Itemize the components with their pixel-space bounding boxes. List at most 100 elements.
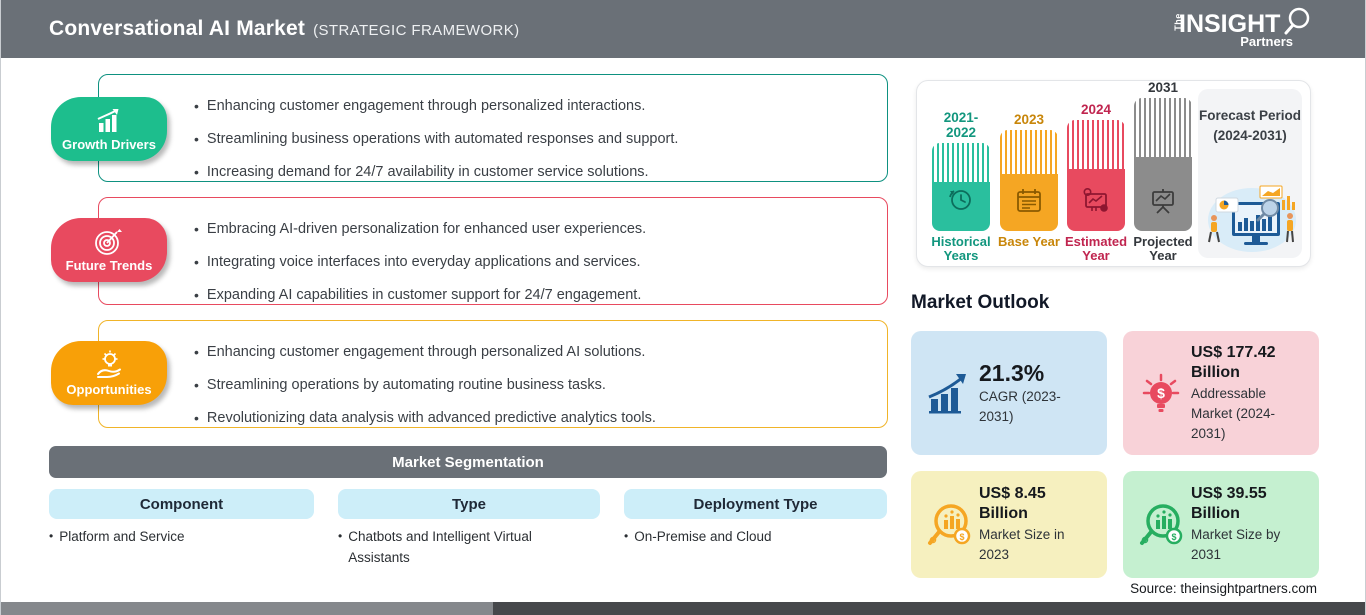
projected-year-label: Projected Year [1133, 234, 1193, 263]
projected-year-value: 2031 [1147, 80, 1179, 95]
page-title: Conversational AI Market (STRATEGIC FRAME… [49, 17, 520, 41]
type-header-text: Type [452, 495, 486, 513]
scrollbar-thumb[interactable] [1, 602, 493, 615]
insight-partners-logo: The INSIGHT Partners [1171, 7, 1311, 52]
analytics-illustration [1208, 185, 1296, 252]
calendar-icon [1017, 189, 1041, 212]
svg-text:$: $ [1171, 532, 1176, 542]
subtitle-text: (STRATEGIC FRAMEWORK) [313, 22, 520, 39]
bar-stripes [1067, 120, 1125, 169]
horizontal-scrollbar[interactable] [1, 602, 1365, 615]
logo-partners-text: Partners [1240, 34, 1293, 49]
forecast-period-label: Forecast Period [1198, 108, 1302, 123]
projected-year-column: 2031 Projected Year [1133, 80, 1192, 263]
market-segmentation-bar: Market Segmentation [49, 446, 887, 478]
deployment-item: •On-Premise and Cloud [624, 526, 884, 547]
bar-chart-growth-icon [928, 374, 966, 414]
type-item-text: Chatbots and Intelligent Virtual Assista… [348, 529, 532, 565]
growth-driver-item: Streamlining business operations with au… [206, 131, 679, 147]
bar-solid [1067, 168, 1125, 231]
market-size-2031-card: $ US$ 39.55 Billion Market Size by 2031 [1123, 471, 1319, 578]
opportunities-label: Opportunities [66, 381, 152, 397]
forecast-period-range: (2024-2031) [1213, 128, 1287, 143]
opportunities-box: • Enhancing customer engagement through p… [98, 320, 888, 428]
base-year-value: 2023 [1013, 112, 1045, 127]
cagr-card: 21.3% CAGR (2023-2031) [911, 331, 1107, 455]
segmentation-header-component: Component [49, 489, 314, 519]
source-attribution: Source: theinsightpartners.com [1130, 581, 1317, 596]
bar-stripes [932, 143, 990, 182]
component-header-text: Component [139, 495, 224, 513]
base-year-label: Base Year [998, 234, 1060, 249]
addressable-label: Addressable Market (2024-2031) [1191, 385, 1276, 441]
bullet-icon: • [194, 344, 199, 360]
bullet-icon: • [194, 221, 199, 237]
research-timeline-panel: 2021-2022 Historical Years 2023 [916, 80, 1311, 267]
magnifier-chart-orange-icon: $ [928, 503, 971, 545]
size-2031-label: Market Size by 2031 [1191, 527, 1281, 562]
cagr-icon-wrap [923, 371, 975, 415]
magnifier-chart-green-icon: $ [1140, 503, 1183, 545]
segmentation-header-deployment: Deployment Type [624, 489, 887, 519]
hand-lightbulb-icon [97, 350, 121, 378]
growth-drivers-badge: Growth Drivers [51, 97, 167, 161]
base-year-column: 2023 Base Year [998, 112, 1060, 249]
bar-stripes [1000, 130, 1058, 175]
size-2031-icon-wrap: $ [1135, 500, 1187, 550]
monitor-gear-icon [1083, 187, 1108, 212]
opportunities-badge: Opportunities [51, 341, 167, 405]
growth-drivers-box: • Enhancing customer engagement through p… [98, 74, 888, 182]
market-outlook-title: Market Outlook [911, 292, 1050, 313]
estimated-year-value: 2024 [1080, 102, 1112, 117]
bar-chart-growth-icon [97, 108, 119, 132]
size-2031-value: US$ 39.55 Billion [1191, 485, 1267, 522]
historical-years-label: Historical Years [931, 234, 991, 263]
growth-driver-item: Increasing demand for 24/7 availability … [206, 164, 649, 180]
opportunity-item: Enhancing customer engagement through pe… [206, 344, 646, 360]
bar-solid [1134, 156, 1192, 231]
presentation-screen-icon [1152, 189, 1174, 214]
component-item: • Platform and Service [49, 526, 309, 547]
estimated-year-bar [1067, 120, 1125, 231]
history-clock-icon [949, 190, 971, 210]
future-trend-item: Embracing AI-driven personalization for … [206, 221, 647, 237]
size-2023-icon-wrap: $ [923, 500, 975, 550]
svg-text:$: $ [959, 532, 964, 542]
historical-years-column: 2021-2022 Historical Years [931, 110, 990, 263]
bullet-icon: • [624, 529, 629, 543]
component-item-text: Platform and Service [59, 529, 185, 544]
size-2023-label: Market Size in 2023 [979, 527, 1065, 562]
bullet-icon: • [338, 529, 343, 543]
bullet-icon: • [194, 287, 199, 303]
cagr-value: 21.3% [979, 359, 1045, 386]
market-size-2023-card: $ US$ 8.45 Billion Market Size in 2023 [911, 471, 1107, 578]
opportunity-item: Streamlining operations by automating ro… [206, 377, 606, 393]
bar-solid [1000, 174, 1058, 231]
future-trend-item: Integrating voice interfaces into everyd… [206, 254, 641, 270]
addressable-value: US$ 177.42 Billion [1191, 343, 1276, 381]
cagr-label: CAGR (2023-2031) [979, 388, 1061, 424]
bullet-icon: • [49, 529, 54, 543]
future-trends-label: Future Trends [65, 257, 153, 273]
magnifier-icon [1284, 7, 1310, 35]
bullet-icon: • [194, 377, 199, 393]
title-text: Conversational AI Market [49, 17, 306, 40]
bullet-icon: • [194, 410, 199, 426]
growth-driver-item: Enhancing customer engagement through pe… [206, 98, 646, 114]
market-segmentation-title: Market Segmentation [392, 453, 544, 471]
future-trends-box: • Embracing AI-driven personalization for… [98, 197, 888, 305]
future-trend-item: Expanding AI capabilities in customer su… [206, 287, 642, 303]
opportunity-item: Revolutionizing data analysis with advan… [206, 410, 656, 426]
estimated-year-label: Estimated Year [1064, 234, 1128, 263]
bar-stripes [1134, 98, 1192, 157]
addressable-market-card: $ US$ 177.42 Billion Addressable Market … [1123, 331, 1319, 455]
addressable-icon-wrap: $ [1135, 367, 1187, 419]
historical-years-value: 2021-2022 [943, 110, 979, 140]
header-bar: Conversational AI Market (STRATEGIC FRAME… [1, 0, 1365, 58]
segmentation-header-type: Type [338, 489, 600, 519]
bullet-icon: • [194, 164, 199, 180]
bullet-icon: • [194, 131, 199, 147]
base-year-bar [1000, 130, 1058, 231]
logo-insight-text: INSIGHT [1179, 10, 1281, 38]
